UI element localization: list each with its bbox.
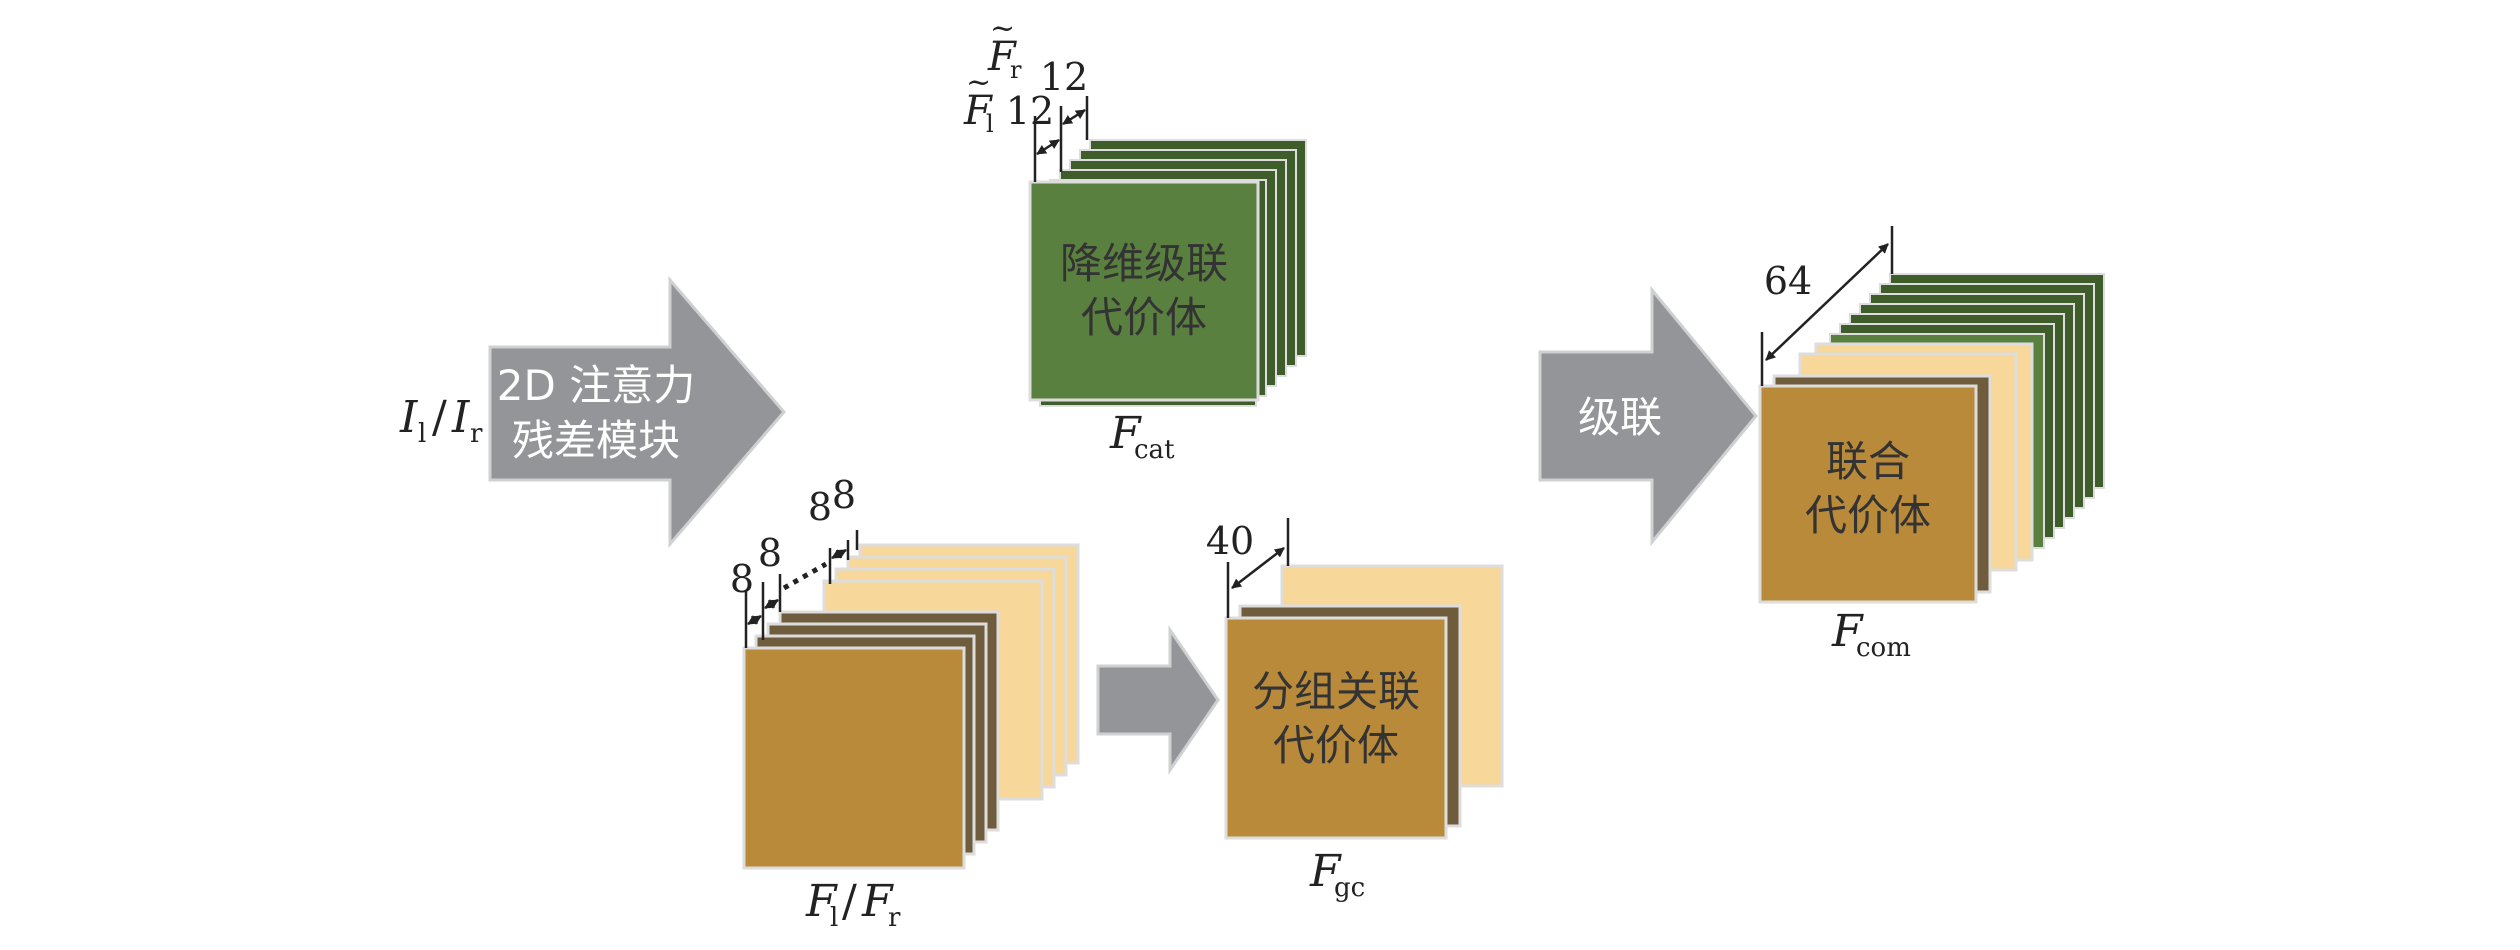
concat-volume-line2: 代价体 xyxy=(1081,293,1207,342)
feature-dim-1: 8 xyxy=(730,557,754,601)
group-dim-value: 40 xyxy=(1206,519,1254,563)
feature-dim-annotations: 8 8 8 8 xyxy=(730,473,859,648)
group-volume-line1: 分组关联 xyxy=(1252,667,1420,716)
input-label: I l / I r xyxy=(399,392,483,449)
f-l-symbol: F xyxy=(805,876,838,927)
f-gc-subscript: gc xyxy=(1334,873,1365,903)
input-right-symbol: I xyxy=(451,392,471,443)
input-slash: / xyxy=(432,392,447,443)
svg-text:~: ~ xyxy=(966,65,991,100)
group-volume-line2: 代价体 xyxy=(1273,721,1399,770)
feature-dim-4: 8 xyxy=(832,473,856,517)
group-dim-annotation: 40 xyxy=(1206,518,1290,618)
combined-volume-line1: 联合 xyxy=(1826,437,1910,486)
feature-stack xyxy=(742,543,1080,870)
group-corr-stack: 分组关联 代价体 xyxy=(1224,564,1504,840)
group-volume-label: F gc xyxy=(1309,846,1365,903)
f-r-subscript: r xyxy=(888,903,901,933)
attention-arrow-line1: 2D 注意力 xyxy=(497,361,695,410)
attention-arrow-line2: 残差模块 xyxy=(512,416,680,465)
combined-volume-stack: 联合 代价体 xyxy=(1758,273,2105,604)
feature-dim-2: 8 xyxy=(758,531,782,575)
concat-dim-right-arrow xyxy=(1062,108,1086,126)
svg-text:~: ~ xyxy=(990,11,1015,46)
feature-dim-ellipsis xyxy=(782,561,828,591)
concat-volume-line1: 降维级联 xyxy=(1060,239,1228,288)
f-cat-symbol: F xyxy=(1109,408,1142,459)
f-slash: / xyxy=(842,876,857,927)
concat-arrow-label: 级联 xyxy=(1578,393,1662,442)
tilde-f-right-symbol: F xyxy=(987,34,1017,80)
concat-dim-left: 12 xyxy=(1006,89,1054,133)
combined-front-face xyxy=(1758,384,1978,604)
tilde-f-left-symbol: F xyxy=(963,88,993,134)
feature-stack-label: F l / F r xyxy=(805,876,901,933)
concat-arrow: 级联 xyxy=(1538,285,1758,547)
combined-dim-annotation: 64 xyxy=(1760,226,1894,386)
f-l-subscript: l xyxy=(830,903,838,933)
concat-volume-label: F cat xyxy=(1109,408,1175,465)
tilde-f-left-subscript: l xyxy=(986,110,994,138)
concat-front-face xyxy=(1028,180,1260,402)
attention-residual-arrow: 2D 注意力 残差模块 xyxy=(488,275,786,549)
combined-volume-label: F com xyxy=(1831,606,1911,663)
concat-dim-left-arrow xyxy=(1036,138,1060,156)
concat-volume-stack: 降维级联 代价体 xyxy=(1028,139,1307,407)
f-r-symbol: F xyxy=(861,876,894,927)
input-right-subscript: r xyxy=(470,419,483,449)
f-com-symbol: F xyxy=(1831,606,1864,657)
input-left-subscript: l xyxy=(418,419,426,449)
tilde-f-right-subscript: r xyxy=(1010,56,1022,84)
group-correlation-arrow xyxy=(1096,625,1220,775)
combined-dim-value: 64 xyxy=(1764,259,1812,303)
group-front-face xyxy=(1224,616,1448,840)
combined-volume-line2: 代价体 xyxy=(1805,491,1931,540)
input-left-symbol: I xyxy=(399,392,419,443)
f-gc-symbol: F xyxy=(1309,846,1342,897)
concat-dim-annotations: 12 12 F ~ l F ~ r xyxy=(963,11,1089,182)
feature-dim-3: 8 xyxy=(808,485,832,529)
f-com-subscript: com xyxy=(1856,633,1911,663)
f-cat-subscript: cat xyxy=(1134,435,1175,465)
concat-dim-right: 12 xyxy=(1040,55,1088,99)
feature-front-face xyxy=(742,646,966,870)
